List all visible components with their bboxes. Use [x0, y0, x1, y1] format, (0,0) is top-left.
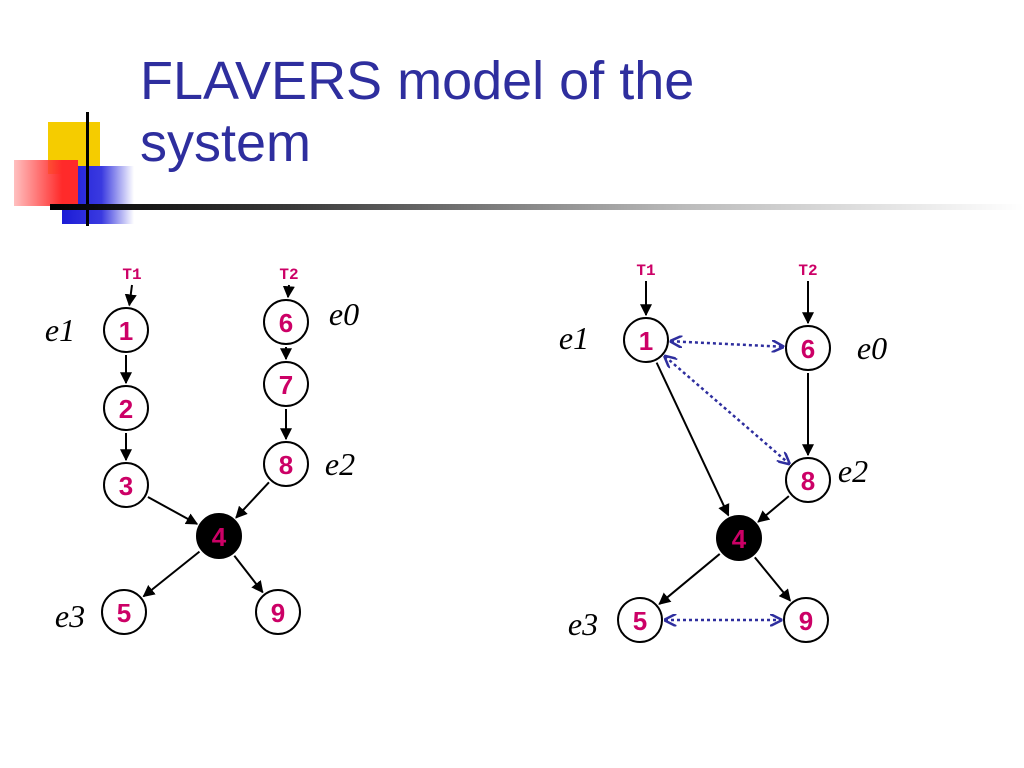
left-node-6: 6 — [263, 299, 309, 345]
slide-title: FLAVERS model of the system — [140, 50, 1000, 174]
left-event-label-e2: e2 — [325, 446, 355, 482]
right-edge-1-4 — [655, 362, 730, 517]
right-thread-label-T2: T2 — [798, 262, 817, 280]
left-node-9: 9 — [255, 589, 301, 635]
right-edge-4-9 — [754, 556, 791, 602]
right-node-circle-5 — [617, 597, 663, 643]
right-node-label-4: 4 — [732, 524, 747, 554]
right-dotted-edge-1-6 — [671, 341, 783, 347]
right-edge-4-5 — [658, 553, 721, 605]
left-node-label-6: 6 — [279, 308, 293, 338]
left-node-circle-2 — [103, 385, 149, 431]
left-node-circle-3 — [103, 462, 149, 508]
right-node-circle-9 — [783, 597, 829, 643]
left-edge-8-4 — [235, 481, 270, 519]
right-node-9: 9 — [783, 597, 829, 643]
right-node-circle-4 — [716, 515, 762, 561]
right-node-label-1: 1 — [639, 326, 653, 356]
slide-title-line-2: system — [140, 113, 312, 173]
logo-red-square — [14, 160, 78, 206]
left-node-label-9: 9 — [271, 598, 285, 628]
right-node-5: 5 — [617, 597, 663, 643]
left-node-8: 8 — [263, 441, 309, 487]
left-node-circle-8 — [263, 441, 309, 487]
left-node-circle-4 — [196, 513, 242, 559]
logo-vertical-line — [86, 112, 89, 226]
left-node-label-7: 7 — [279, 370, 293, 400]
right-node-8: 8 — [785, 457, 831, 503]
left-node-label-8: 8 — [279, 450, 293, 480]
left-edge-T2-6 — [282, 284, 295, 299]
left-node-label-4: 4 — [212, 522, 227, 552]
right-event-label-e1: e1 — [559, 320, 589, 356]
right-node-circle-6 — [785, 325, 831, 371]
left-node-1: 1 — [103, 307, 149, 353]
right-node-1: 1 — [623, 317, 669, 363]
left-node-5: 5 — [101, 589, 147, 635]
right-event-label-e2: e2 — [838, 453, 868, 489]
slide-logo — [0, 0, 160, 240]
left-node-label-5: 5 — [117, 598, 131, 628]
right-node-label-5: 5 — [633, 606, 647, 636]
title-rule — [50, 204, 1024, 210]
left-node-circle-6 — [263, 299, 309, 345]
right-dotted-edge-1-8 — [665, 356, 789, 463]
left-node-circle-7 — [263, 361, 309, 407]
right-node-circle-1 — [623, 317, 669, 363]
left-node-label-2: 2 — [119, 394, 133, 424]
left-node-circle-9 — [255, 589, 301, 635]
right-node-label-6: 6 — [801, 334, 815, 364]
right-node-6: 6 — [785, 325, 831, 371]
left-node-circle-5 — [101, 589, 147, 635]
slide-title-line-1: FLAVERS model of the — [140, 51, 695, 111]
right-node-circle-8 — [785, 457, 831, 503]
left-edge-3-4 — [147, 496, 199, 525]
left-node-label-3: 3 — [119, 471, 133, 501]
right-event-label-e3: e3 — [568, 606, 598, 642]
left-edge-4-9 — [233, 555, 264, 594]
left-thread-label-T2: T2 — [279, 266, 298, 284]
right-node-label-9: 9 — [799, 606, 813, 636]
left-node-2: 2 — [103, 385, 149, 431]
left-graph: T1 T2 1 2 3 6 7 8 4 5 9 e1 e0 e2 e3 — [45, 266, 359, 635]
left-event-label-e1: e1 — [45, 312, 75, 348]
left-node-7: 7 — [263, 361, 309, 407]
right-node-4: 4 — [716, 515, 762, 561]
left-event-label-e0: e0 — [329, 296, 359, 332]
right-graph: T1 T2 1 6 8 4 5 9 e1 e0 e2 e3 — [559, 262, 887, 643]
right-node-label-8: 8 — [801, 466, 815, 496]
left-thread-label-T1: T1 — [122, 266, 141, 284]
left-edge-T1-1 — [124, 284, 137, 307]
left-node-label-1: 1 — [119, 316, 133, 346]
right-edge-8-4 — [757, 495, 790, 523]
left-edge-4-5 — [142, 550, 201, 598]
left-node-3: 3 — [103, 462, 149, 508]
right-thread-label-T1: T1 — [636, 262, 655, 280]
right-event-label-e0: e0 — [857, 330, 887, 366]
left-node-4: 4 — [196, 513, 242, 559]
left-event-label-e3: e3 — [55, 598, 85, 634]
left-node-circle-1 — [103, 307, 149, 353]
